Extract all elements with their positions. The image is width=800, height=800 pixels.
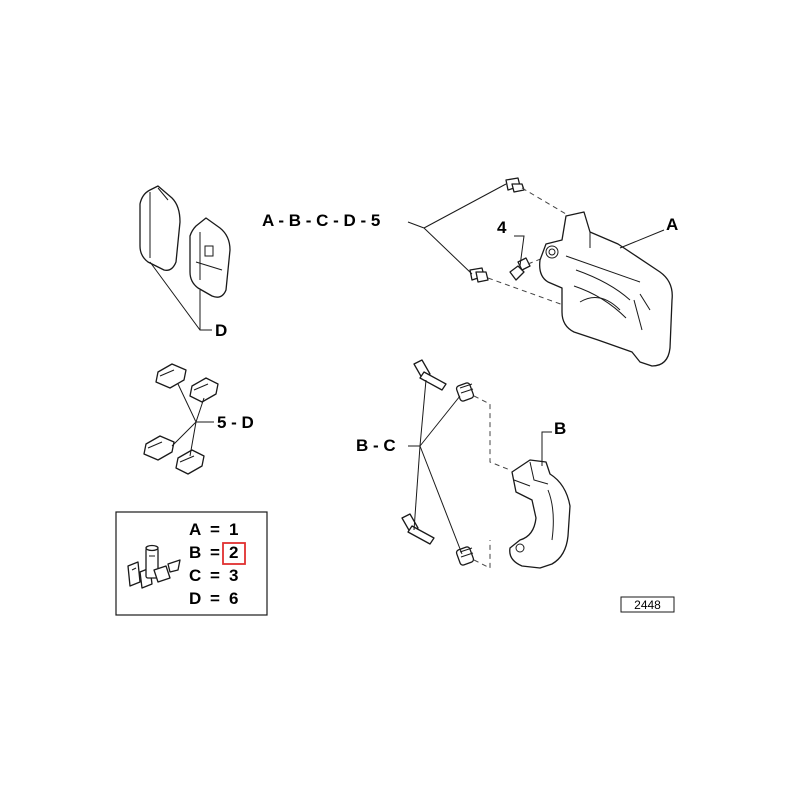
legend-value: 6 (229, 589, 238, 608)
reference-number-box: 2448 (620, 596, 675, 613)
kit-legend-box: A = 1 B = 2 C = 3 D = 6 (115, 511, 268, 616)
legend-value: 2 (229, 543, 238, 562)
legend-equals: = (210, 543, 220, 562)
carrier-group: B - C B (356, 359, 571, 569)
caliper-screw (469, 267, 489, 283)
legend-value: 3 (229, 566, 238, 585)
pads-label: D (215, 321, 227, 340)
brake-pad-group: D (139, 185, 231, 340)
caliper-group: A - B - C - D - 5 4 A (262, 177, 678, 367)
pad-clips-group: 5 - D (143, 363, 254, 475)
legend-value: 1 (229, 520, 238, 539)
guide-bushing (455, 546, 475, 566)
guide-bushing (455, 382, 475, 402)
brake-pad-inner (139, 185, 181, 271)
brake-pad-outer (189, 217, 231, 298)
carrier-bolts-label: B - C (356, 436, 396, 455)
clips-label: 5 - D (217, 413, 254, 432)
legend-key: C (189, 566, 201, 585)
bleeder-label: 4 (497, 218, 507, 237)
bleeder-screw (509, 255, 549, 281)
legend-key: A (189, 520, 201, 539)
pad-clip (175, 449, 205, 475)
reference-number: 2448 (634, 598, 661, 612)
caliper-label: A (666, 215, 678, 234)
caliper-screw (505, 177, 525, 193)
legend-highlight-box (222, 542, 246, 565)
pad-clip (143, 435, 175, 461)
legend-equals: = (210, 589, 220, 608)
legend-key: D (189, 589, 201, 608)
pad-clip (155, 363, 187, 389)
carrier-bolt (413, 359, 447, 391)
carrier-bracket (509, 459, 571, 569)
pad-clip (189, 377, 219, 403)
legend-key: B (189, 543, 201, 562)
kit-package-icon (127, 544, 181, 589)
caliper-screws-label: A - B - C - D - 5 (262, 211, 380, 230)
legend-equals: = (210, 520, 220, 539)
legend-equals: = (210, 566, 220, 585)
carrier-bolt (401, 513, 435, 545)
caliper-housing (539, 211, 673, 367)
carrier-label: B (554, 419, 566, 438)
